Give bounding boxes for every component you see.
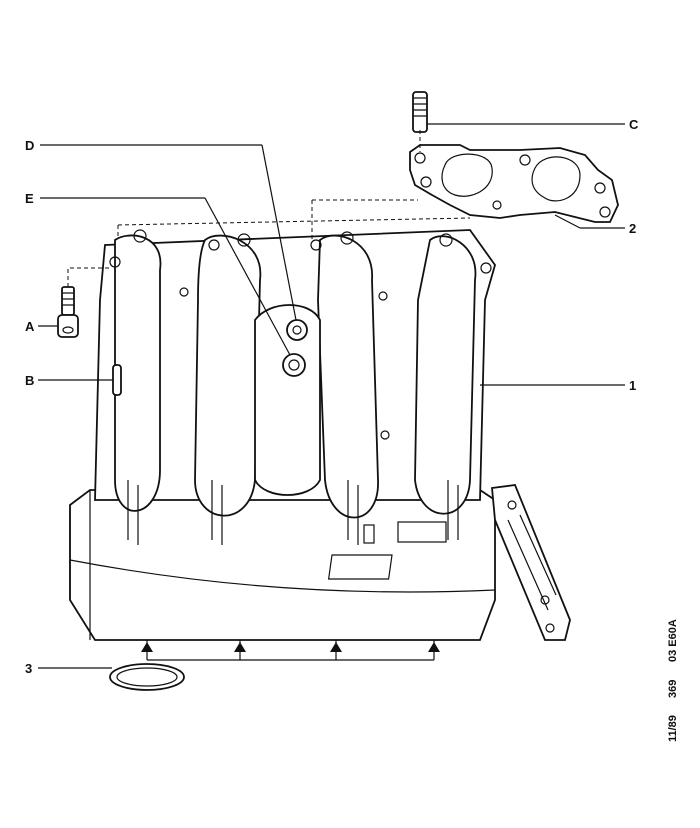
cap-screw-a (57, 286, 79, 338)
callout-c: C (629, 117, 639, 132)
nut-d (286, 319, 308, 341)
callout-e: E (25, 191, 34, 206)
callout-b: B (25, 373, 34, 388)
reference-page: 369 (667, 680, 679, 698)
callout-a: A (25, 319, 35, 334)
dowel-pin-b (112, 364, 122, 396)
o-ring-seal-3 (109, 663, 185, 691)
reference-code: 11/89 369 03 E60A (667, 619, 679, 742)
callout-d: D (25, 138, 34, 153)
callout-1: 1 (629, 378, 636, 393)
reference-figure-code: 03 E60A (667, 619, 679, 662)
reference-date-code: 11/89 (667, 715, 679, 742)
manifold-gasket (409, 144, 619, 223)
callout-3: 3 (25, 661, 32, 676)
stud-c (412, 91, 428, 133)
leader-lines (38, 123, 625, 669)
callout-2: 2 (629, 221, 636, 236)
washer-e (282, 353, 306, 377)
intake-manifold (69, 217, 571, 641)
